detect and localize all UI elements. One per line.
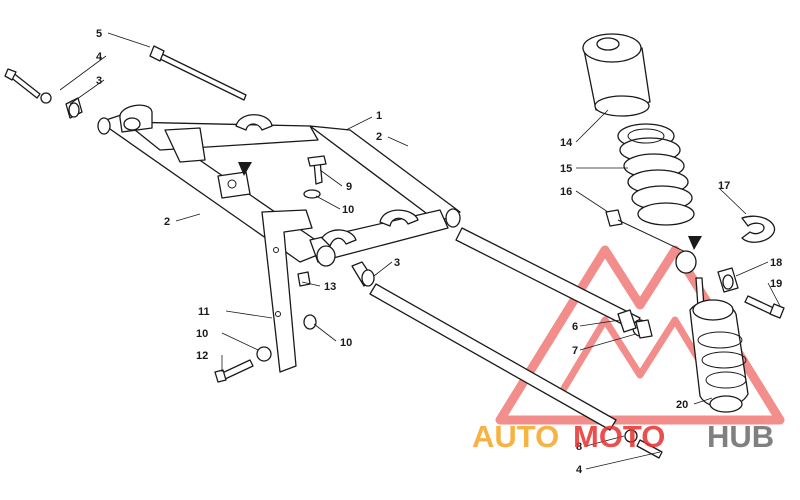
callout-13: 13 <box>324 281 336 293</box>
watermark-logo <box>495 245 785 425</box>
leader-lines <box>59 32 781 470</box>
callout-4-top: 4 <box>96 51 103 63</box>
callout-8: 8 <box>576 441 582 453</box>
callout-10-upper: 10 <box>342 204 354 216</box>
callout-15: 15 <box>560 163 572 175</box>
callout-12: 12 <box>196 350 208 362</box>
coil-spring <box>617 123 695 226</box>
rear-arm-frame <box>97 104 461 267</box>
watermark-auto: AUTO <box>472 419 559 454</box>
callout-10-right: 10 <box>340 337 352 349</box>
watermark-text: AUTO MOTO HUB <box>472 419 774 454</box>
left-bolt-assembly <box>4 68 83 119</box>
bump-stop <box>582 33 651 117</box>
callout-16: 16 <box>560 186 572 198</box>
callout-20: 20 <box>676 399 688 411</box>
watermark-moto: MOTO <box>573 419 665 454</box>
callout-1: 1 <box>376 110 382 122</box>
callout-2-right: 2 <box>376 131 382 143</box>
callout-11: 11 <box>198 306 210 318</box>
callout-3-mid: 3 <box>394 257 400 269</box>
callout-3-left: 3 <box>96 75 102 87</box>
small-hardware <box>214 155 327 383</box>
callout-9: 9 <box>346 181 352 193</box>
pivot-nuts <box>617 309 653 339</box>
callout-10-left: 10 <box>196 328 208 340</box>
shock-absorber <box>689 277 749 413</box>
nut-16 <box>605 209 695 257</box>
pointer-arrow-right <box>688 236 702 250</box>
callout-7: 7 <box>572 345 578 357</box>
callout-5: 5 <box>96 28 102 40</box>
shock-mount-hardware <box>675 250 785 319</box>
pivot-shafts <box>351 227 663 459</box>
pointer-arrow-left <box>238 162 252 176</box>
spring-retainer <box>741 215 776 243</box>
callout-2-left: 2 <box>164 216 170 228</box>
callout-6: 6 <box>572 321 578 333</box>
callout-4-bottom: 4 <box>576 464 583 476</box>
callout-19: 19 <box>770 278 782 290</box>
callout-14: 14 <box>560 137 573 149</box>
callout-labels: 5 4 3 1 2 2 9 10 3 13 10 11 10 12 6 7 8 … <box>96 28 782 476</box>
watermark-hub: HUB <box>707 419 774 454</box>
long-bolt-top <box>149 45 247 101</box>
callout-17: 17 <box>718 180 730 192</box>
callout-18: 18 <box>770 257 782 269</box>
bracket-arm <box>261 209 313 373</box>
